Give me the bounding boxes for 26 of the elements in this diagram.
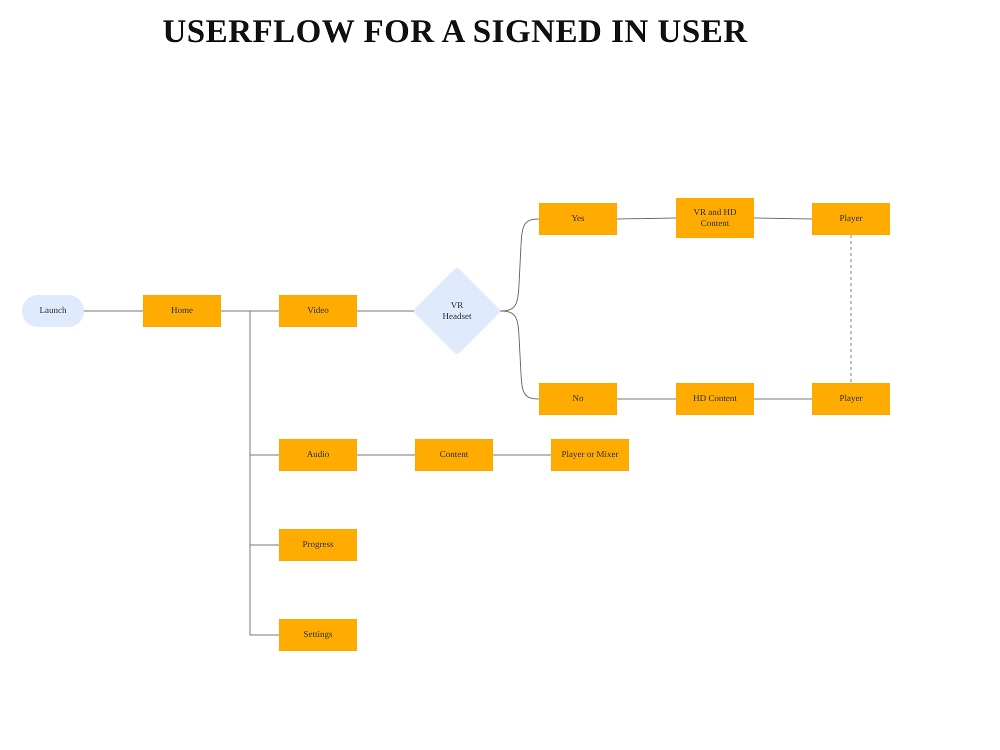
decision-label: VR Headset: [442, 300, 472, 322]
process-box: VR and HD Content: [676, 198, 754, 238]
process-box: HD Content: [676, 383, 754, 415]
connector-line: [356, 454, 416, 456]
diagram-title: USERFLOW FOR A SIGNED IN USER: [161, 14, 749, 51]
process-box: Content: [415, 439, 493, 471]
connector-line: [492, 454, 552, 456]
process-box: Player: [812, 383, 890, 415]
process-box: Audio: [279, 439, 357, 471]
process-box: Yes: [539, 203, 617, 235]
terminal-pill: Launch: [22, 295, 84, 327]
process-box: Progress: [279, 529, 357, 561]
connector-line: [500, 310, 540, 400]
process-box: No: [539, 383, 617, 415]
connector-line: [616, 398, 676, 400]
connector-line: [84, 310, 144, 312]
connector-line: [356, 310, 414, 312]
process-box: Player: [812, 203, 890, 235]
process-box: Player or Mixer: [551, 439, 629, 471]
connector-line: [616, 218, 676, 220]
process-box: Home: [143, 295, 221, 327]
process-box: Video: [279, 295, 357, 327]
connector-line: [754, 218, 812, 220]
connector-line: [850, 235, 852, 383]
process-box: Settings: [279, 619, 357, 651]
connector-line: [754, 398, 812, 400]
